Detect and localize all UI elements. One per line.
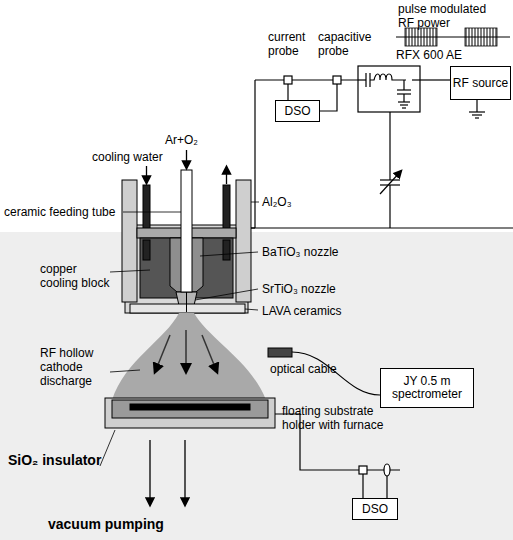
hollow-cathode-source <box>122 170 251 313</box>
instrument-box: DSO <box>275 100 320 122</box>
instrument-box: RF source <box>450 66 511 100</box>
instrument-box: JY 0.5 m spectrometer <box>380 368 474 408</box>
part-label: BaTiO₃ nozzle <box>262 245 338 259</box>
part-label: LAVA ceramics <box>262 304 342 318</box>
part-label: copper cooling block <box>40 262 110 290</box>
rf-wiring <box>251 66 513 228</box>
part-label: vacuum pumping <box>48 516 164 532</box>
part-label: RFX 600 AE <box>396 48 462 62</box>
box-text: RF source <box>453 77 508 90</box>
part-label: Al₂O₃ <box>262 195 292 209</box>
part-label: SiO₂ insulator <box>8 452 101 468</box>
box-text: JY 0.5 m spectrometer <box>381 375 473 401</box>
part-label: capacitive probe <box>318 30 378 58</box>
part-label: pulse modulated RF power <box>398 2 503 30</box>
part-label: ceramic feeding tube <box>4 205 115 219</box>
part-label: RF hollow cathode discharge <box>40 346 108 388</box>
part-label: current probe <box>268 30 318 58</box>
optical-cable <box>268 348 380 395</box>
instrument-box: DSO <box>352 498 398 520</box>
substrate-holder <box>105 398 275 428</box>
part-label: floating substrate holder with furnace <box>282 404 407 432</box>
part-label: Ar+O₂ <box>165 133 198 147</box>
pulse-waveform <box>396 28 510 46</box>
part-label: optical cable <box>270 362 337 376</box>
plasma-plume <box>112 313 266 400</box>
box-text: DSO <box>362 503 388 516</box>
box-text: DSO <box>284 105 310 118</box>
part-label: cooling water <box>92 150 163 164</box>
part-label: SrTiO₃ nozzle <box>262 282 336 296</box>
